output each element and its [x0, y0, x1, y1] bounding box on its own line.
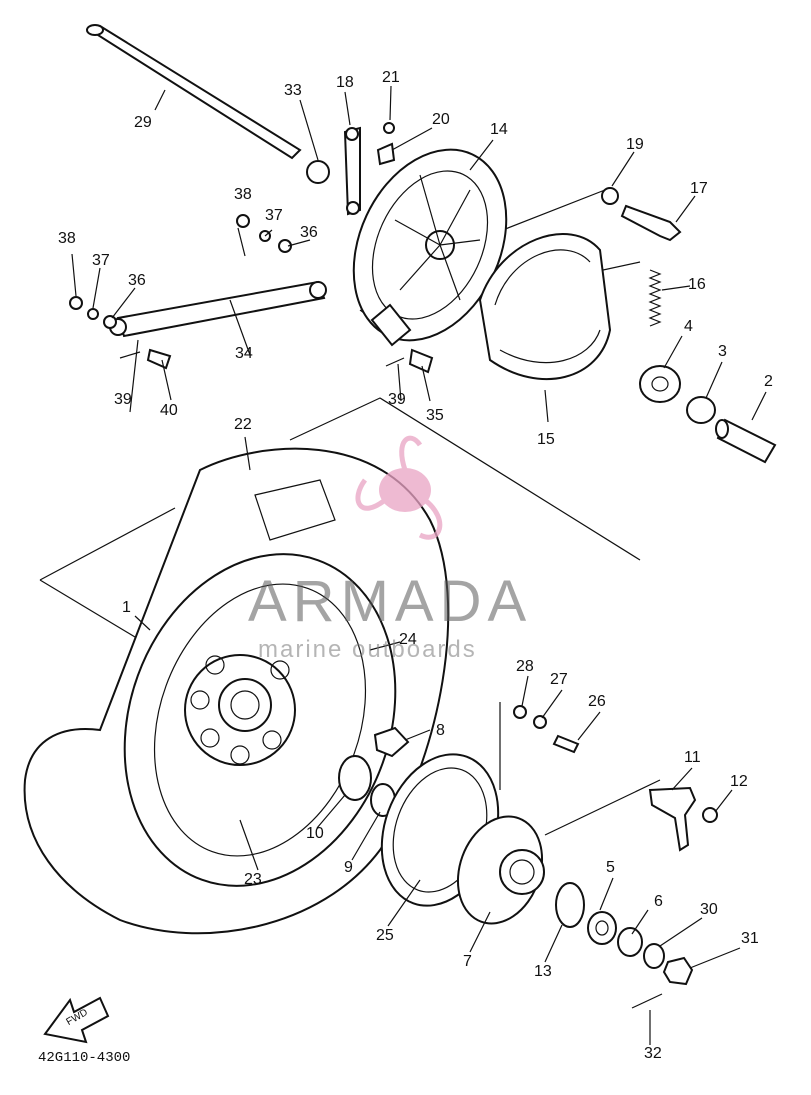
bolt-21 [383, 122, 395, 134]
callout-21: 21 [382, 69, 400, 86]
callout-9: 9 [344, 859, 353, 876]
callout-4: 4 [684, 318, 693, 335]
callout-34: 34 [235, 345, 253, 362]
watermark-subtitle: marine outboards [258, 636, 477, 663]
hub-bearing [373, 726, 410, 758]
wheel-and-tire [23, 447, 450, 935]
fwd-arrow [43, 996, 110, 1044]
tension-bar [109, 280, 327, 338]
nut-28 [513, 705, 527, 719]
callout-8: 8 [436, 722, 445, 739]
washer-37a [87, 308, 99, 320]
callout-39b: 39 [388, 391, 406, 408]
callout-25: 25 [376, 927, 394, 944]
callout-3: 3 [718, 343, 727, 360]
assembly-outline-lower [39, 397, 641, 641]
callout-27: 27 [550, 671, 568, 688]
washer-33 [306, 160, 330, 184]
callout-22: 22 [234, 416, 252, 433]
bolt-40 [146, 348, 172, 370]
oil-seal [686, 396, 716, 424]
leader-hub [499, 702, 661, 836]
callout-38a: 38 [58, 230, 76, 247]
diagram-code: 42G110-4300 [38, 1050, 131, 1066]
callout-38b: 38 [234, 186, 252, 203]
callout-40: 40 [160, 402, 178, 419]
callout-13: 13 [534, 963, 552, 980]
callout-23: 23 [244, 871, 262, 888]
brake-lever [343, 126, 361, 216]
callout-20: 20 [432, 111, 450, 128]
callout-29: 29 [134, 114, 152, 131]
nut-12 [702, 807, 718, 823]
washer-36b [278, 239, 292, 253]
callout-30: 30 [700, 901, 718, 918]
callout-28: 28 [516, 658, 534, 675]
callout-31: 31 [741, 930, 759, 947]
callout-24: 24 [399, 631, 417, 648]
callout-37a: 37 [92, 252, 110, 269]
callout-35: 35 [426, 407, 444, 424]
cotter-pin-39b [385, 357, 405, 367]
callout-2: 2 [764, 373, 773, 390]
bearing-upper [639, 365, 681, 403]
pin-20 [376, 142, 396, 166]
callout-36b: 36 [300, 224, 318, 241]
axle [86, 24, 302, 160]
callout-16: 16 [688, 276, 706, 293]
washer-30 [643, 943, 665, 969]
callout-14: 14 [490, 121, 508, 138]
callout-6: 6 [654, 893, 663, 910]
bearing-lower [587, 911, 617, 945]
washer-36a [103, 315, 117, 329]
nut-38b [236, 214, 250, 228]
callout-1: 1 [122, 599, 131, 616]
callout-10: 10 [306, 825, 324, 842]
callout-19: 19 [626, 136, 644, 153]
collar [715, 418, 777, 464]
callout-37b: 37 [265, 207, 283, 224]
watermark-title: ARMADA [248, 569, 533, 634]
callout-36a: 36 [128, 272, 146, 289]
axle-nut [662, 956, 694, 986]
bolt-26 [552, 734, 580, 754]
callout-7: 7 [463, 953, 472, 970]
washer-27 [533, 715, 547, 729]
watermark-logo-mark [355, 435, 443, 540]
retainer [648, 786, 697, 852]
washer-19 [601, 187, 619, 205]
sprocket-hub [456, 815, 545, 925]
callout-15: 15 [537, 431, 555, 448]
nut-38a [69, 296, 83, 310]
callout-17: 17 [690, 180, 708, 197]
callout-12: 12 [730, 773, 748, 790]
callout-18: 18 [336, 74, 354, 91]
spring [648, 269, 662, 327]
callout-39a: 39 [114, 391, 132, 408]
brake-plate [352, 148, 508, 347]
callout-32: 32 [644, 1045, 662, 1062]
brake-shoes [478, 233, 612, 381]
callout-5: 5 [606, 859, 615, 876]
leader-lines [71, 85, 767, 1045]
callout-26: 26 [588, 693, 606, 710]
camshaft [620, 204, 682, 242]
seal-6 [617, 927, 643, 957]
cotter-pin-32 [631, 993, 663, 1009]
bolt-35 [408, 348, 434, 374]
callout-33: 33 [284, 82, 302, 99]
o-ring-10 [338, 755, 372, 801]
callout-11: 11 [684, 749, 701, 766]
circlip-13 [555, 882, 585, 928]
